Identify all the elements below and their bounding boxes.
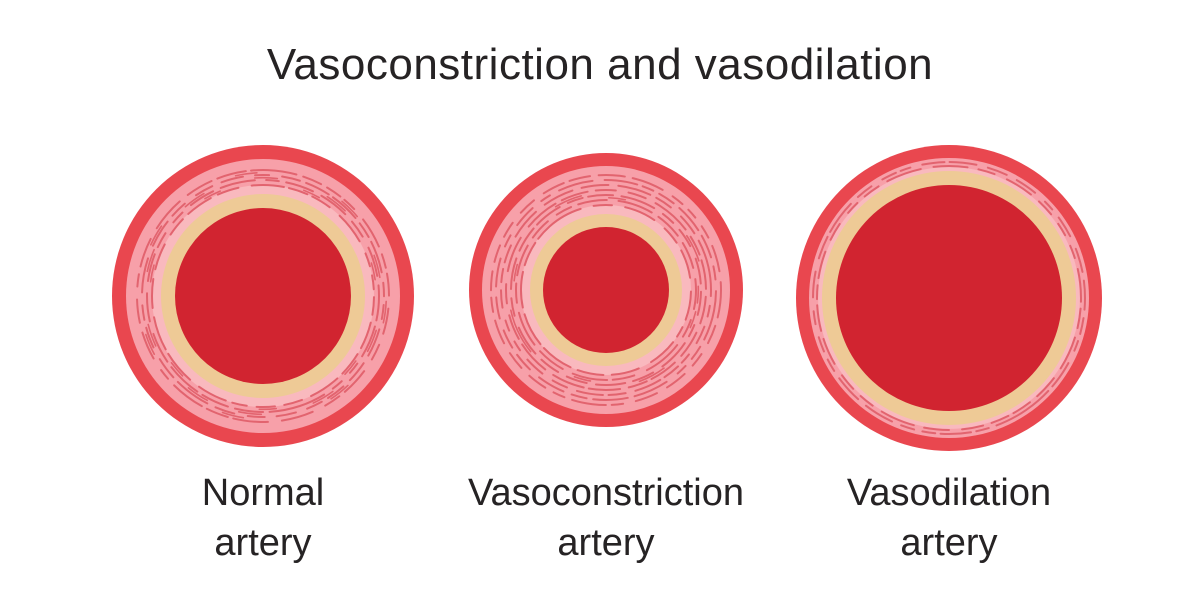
artery-label-line1: Vasoconstriction <box>468 472 744 514</box>
muscle-fiber-texture <box>136 169 390 423</box>
vasodilation-artery-svg <box>796 145 1102 451</box>
vasoconstriction-artery-cross-section <box>446 130 766 450</box>
vasoconstriction-artery-svg <box>469 153 743 427</box>
artery-label-line2: artery <box>557 522 655 564</box>
normal-artery-svg <box>112 145 414 447</box>
lumen <box>543 227 669 353</box>
artery-label-line2: artery <box>900 522 998 564</box>
normal-artery-cross-section <box>103 136 423 456</box>
vasoconstriction-artery-label: Vasoconstriction artery <box>436 468 776 568</box>
artery-label-line2: artery <box>214 522 312 564</box>
vasodilation-artery-label: Vasodilation artery <box>779 468 1119 568</box>
diagram-title: Vasoconstriction and vasodilation <box>266 40 934 89</box>
artery-label-line1: Vasodilation <box>846 472 1052 514</box>
normal-artery-label: Normal artery <box>93 468 433 568</box>
artery-label-line1: Normal <box>201 472 325 514</box>
muscle-fiber-texture <box>812 161 1086 435</box>
lumen <box>175 208 351 384</box>
lumen <box>836 185 1062 411</box>
muscle-fiber-texture <box>490 174 722 406</box>
vasodilation-artery-cross-section <box>789 138 1109 458</box>
